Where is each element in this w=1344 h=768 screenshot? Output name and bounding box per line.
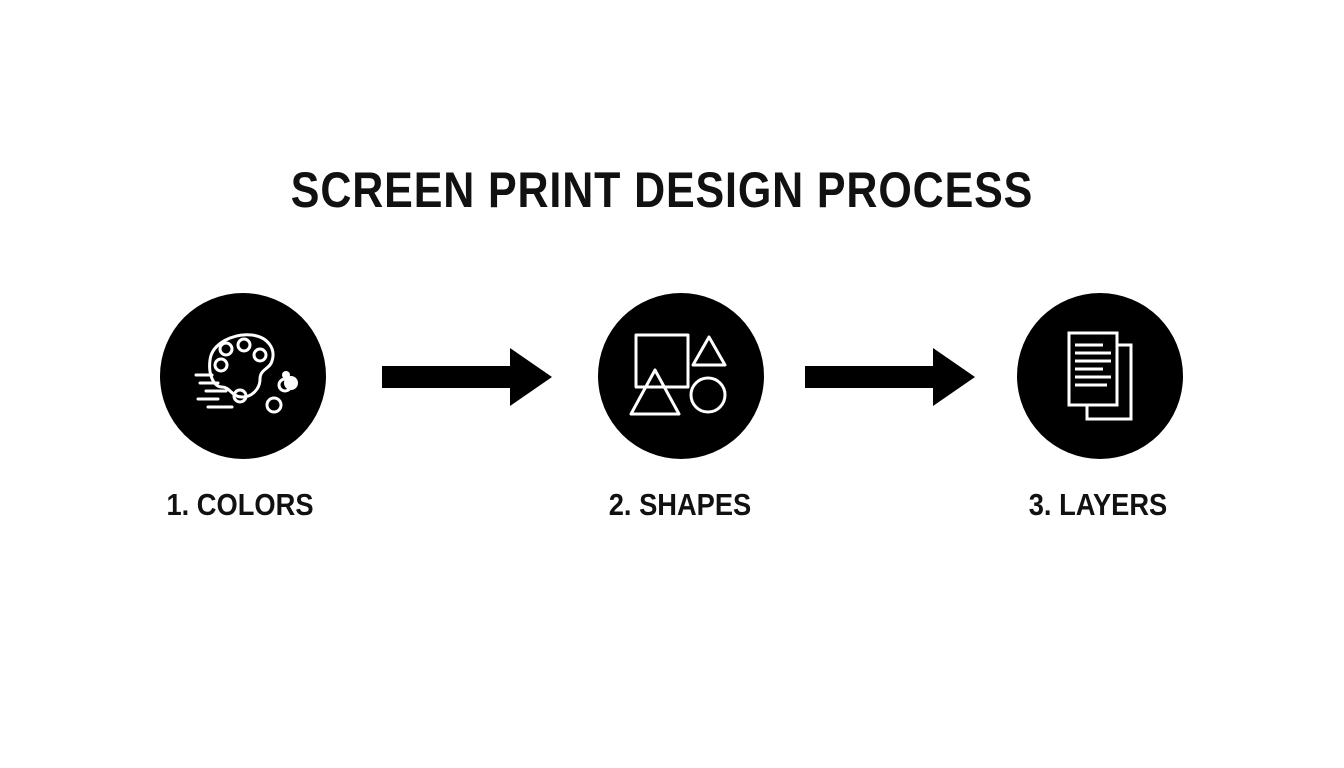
step-3-label: 3. LAYERS [1028, 487, 1168, 522]
palette-icon [194, 333, 298, 414]
step-1-circle [160, 293, 326, 459]
arrow-right-icon [805, 348, 975, 406]
step-1-label: 1. COLORS [166, 487, 314, 522]
layers-icon [1067, 331, 1133, 421]
diagram-title: SCREEN PRINT DESIGN PROCESS [290, 162, 1034, 218]
arrow-right-icon [382, 348, 552, 406]
step-3-circle [1017, 293, 1183, 459]
shapes-icon [629, 333, 727, 416]
step-2-circle [598, 293, 764, 459]
step-2-label: 2. SHAPES [608, 487, 752, 522]
